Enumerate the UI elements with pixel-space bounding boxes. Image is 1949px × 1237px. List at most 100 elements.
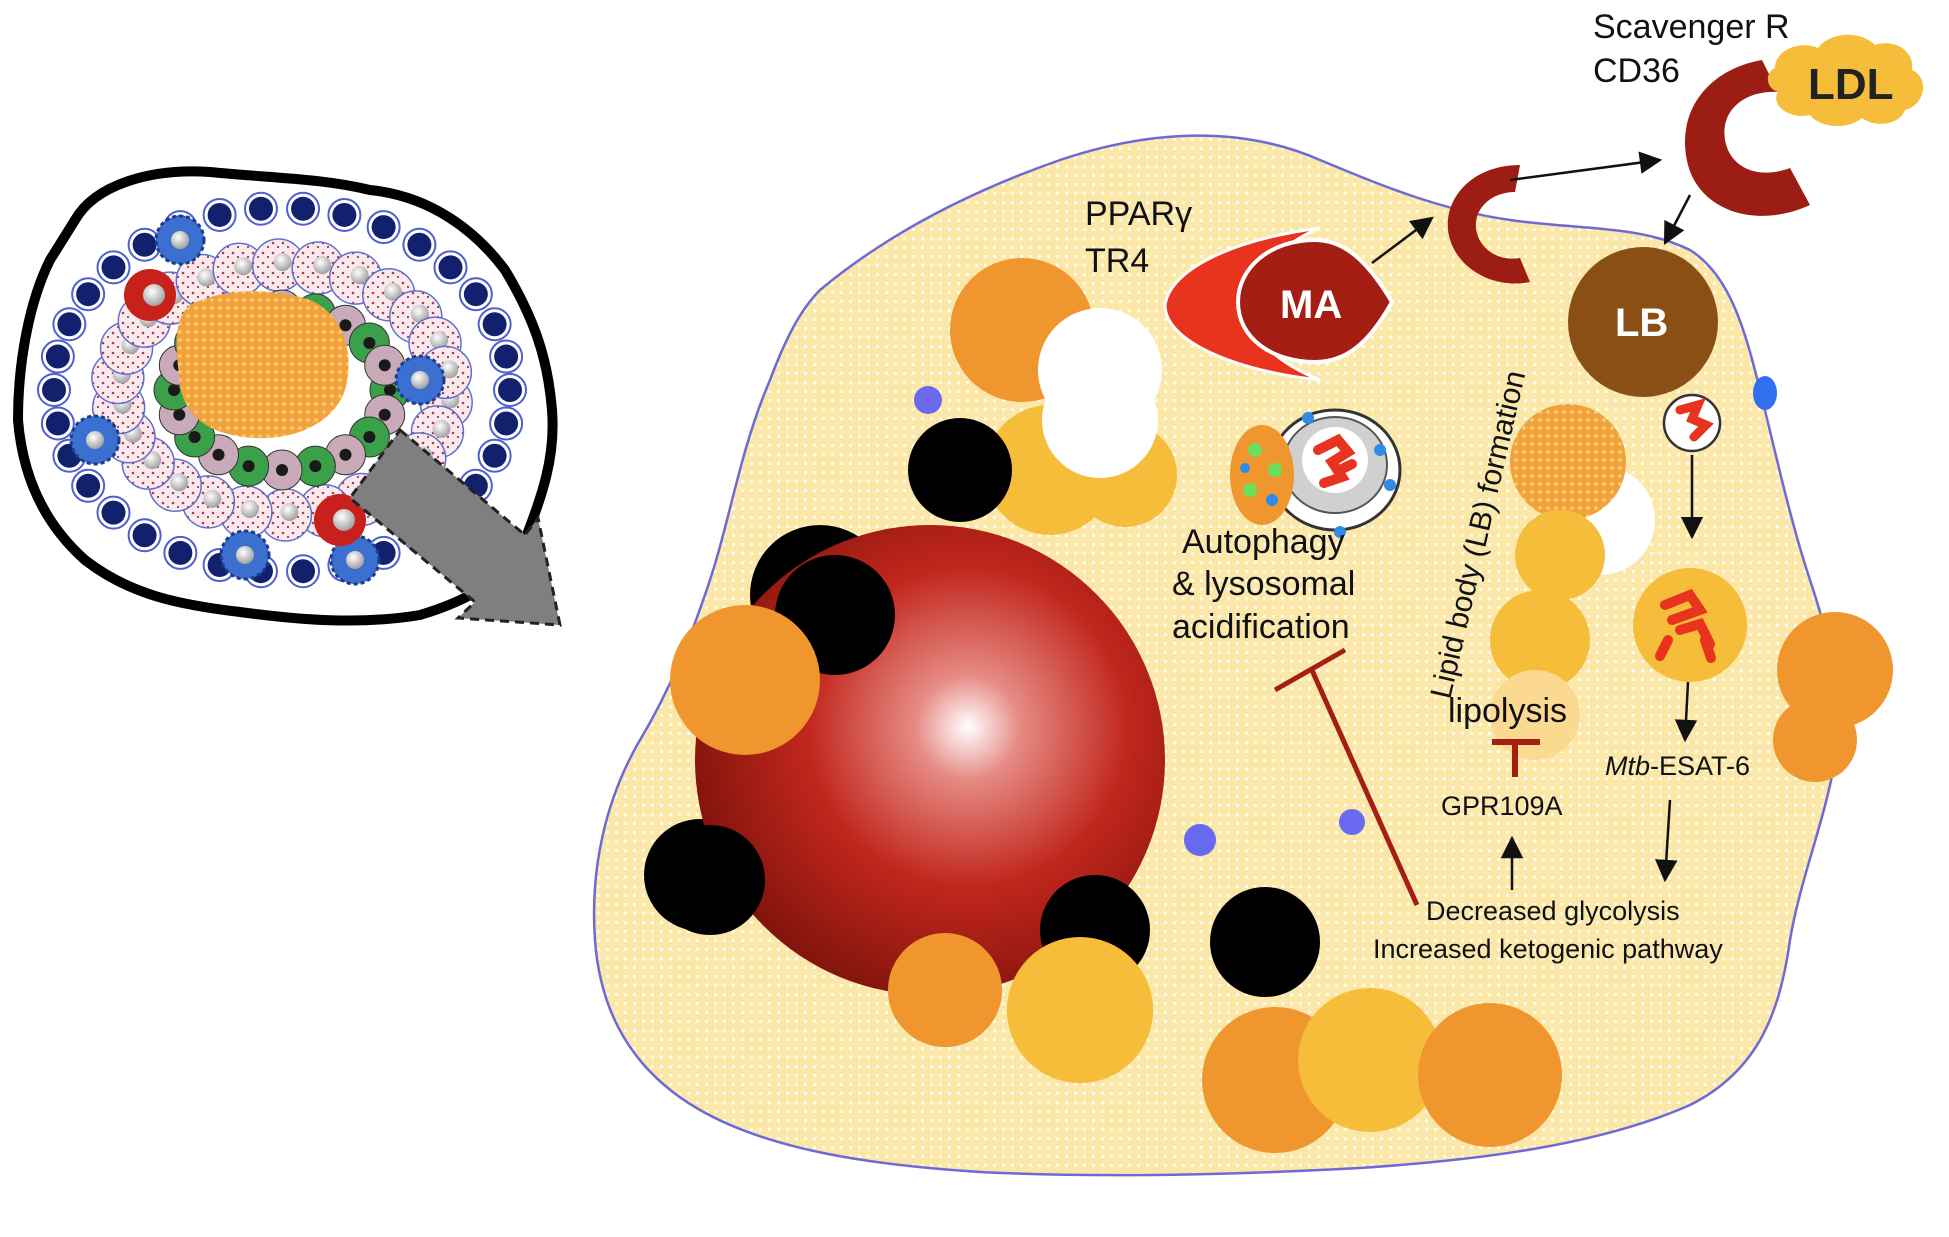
increased-ketogenic-label: Increased ketogenic pathway <box>1373 934 1723 964</box>
lymphocyte-nucleus <box>498 378 522 402</box>
lipid-droplet <box>1510 404 1626 520</box>
lymphocyte-nucleus <box>45 344 70 369</box>
lymphocyte-nucleus <box>57 312 82 337</box>
dendritic-cell-nucleus <box>411 371 429 389</box>
lymphocyte-nucleus <box>291 559 316 584</box>
lymphocyte-nucleus <box>42 378 66 402</box>
inner-cell-nucleus <box>212 448 225 461</box>
inner-cell-nucleus <box>276 464 288 476</box>
lymphocyte-nucleus <box>438 255 463 280</box>
macrophage-nucleus <box>240 499 259 518</box>
inhibition-tbar-icon <box>1273 647 1420 907</box>
vesicle <box>1339 809 1365 835</box>
macrophage-nucleus <box>234 257 253 276</box>
inner-cell-nucleus <box>168 384 180 396</box>
lymphocyte-nucleus <box>482 312 507 337</box>
inner-cell-nucleus <box>242 460 255 473</box>
lymphocyte-nucleus <box>371 215 396 240</box>
blue-vesicles <box>914 376 1777 856</box>
lymphocyte-nucleus <box>132 232 157 257</box>
ldl-label: LDL <box>1808 60 1894 109</box>
infected-macrophage-nucleus <box>143 284 165 306</box>
inner-cell-nucleus <box>378 408 391 421</box>
scavenger-receptor-small <box>1447 165 1530 284</box>
lipid-droplet <box>1773 698 1857 782</box>
inner-cell-nucleus <box>384 384 396 396</box>
ppar-label: PPARγ <box>1085 195 1192 233</box>
lipid-droplet <box>670 605 820 755</box>
lymphocyte-nucleus <box>207 202 232 227</box>
scavenger-receptor-cd36 <box>1684 60 1810 216</box>
inner-cell-nucleus <box>188 431 201 444</box>
lipid-droplet <box>1007 937 1153 1083</box>
dendritic-cell-nucleus <box>236 546 254 564</box>
inner-cell-nucleus <box>173 408 186 421</box>
lymphocyte-nucleus <box>407 232 432 257</box>
lymphocyte-nucleus <box>76 473 101 498</box>
infected-macrophage-nucleus <box>333 509 355 531</box>
mycobacterium-icon <box>1655 588 1716 663</box>
macrophage-nucleus <box>273 253 292 272</box>
lymphocyte-nucleus <box>494 411 519 436</box>
magnify-arrow-icon <box>347 427 562 627</box>
macrophage-nucleus <box>383 282 402 301</box>
lipid-droplet <box>1210 887 1320 997</box>
macrophage-nucleus <box>440 360 459 379</box>
macrophage-nucleus <box>430 331 449 350</box>
macrophage-nucleus <box>197 268 216 287</box>
ma-label: MA <box>1280 283 1342 327</box>
inner-cell-nucleus <box>363 336 376 349</box>
inhibition-tbar-icon <box>1492 739 1540 777</box>
scavenger-r-label: Scavenger R <box>1593 8 1790 46</box>
lymphocyte-nucleus <box>101 500 126 525</box>
dendritic-cell-nucleus <box>346 551 364 569</box>
activation-arrow-icon <box>1371 151 1704 890</box>
autophagosome <box>1268 408 1402 538</box>
lipolysis-label: lipolysis <box>1448 692 1567 730</box>
lipid-droplet <box>655 825 765 935</box>
mycobacterium-icon <box>1313 433 1357 488</box>
lb-label: LB <box>1615 301 1668 345</box>
lipid-droplet <box>1418 1003 1562 1147</box>
lymphocyte-nucleus <box>101 255 126 280</box>
lymphocyte-nucleus <box>76 282 101 307</box>
vesicle <box>1753 376 1777 410</box>
inner-cell-nucleus <box>339 448 352 461</box>
lysosome <box>1230 425 1294 525</box>
mtb-droplet <box>1633 568 1747 682</box>
lymphocyte-nucleus <box>332 202 357 227</box>
lymphocyte-nucleus <box>45 411 70 436</box>
inner-cell-nucleus <box>378 359 391 372</box>
cd36-label: CD36 <box>1593 52 1680 90</box>
acidification-label: acidification <box>1172 608 1350 646</box>
macrophage-nucleus <box>203 489 222 508</box>
lymphocyte-nucleus <box>482 443 507 468</box>
lipid-droplet <box>1490 670 1580 760</box>
lymphocyte-nucleus <box>494 344 519 369</box>
lipid-body <box>1568 247 1718 397</box>
mtb-esat6-label: Mtb-ESAT-6 <box>1605 751 1750 781</box>
macrophage-nucleus <box>432 419 451 438</box>
mycobacterium-icon <box>1675 398 1714 442</box>
macrophage-nucleus <box>410 304 429 323</box>
vesicle <box>1184 824 1216 856</box>
lymphocyte-nucleus <box>463 282 488 307</box>
macrophage-nucleus <box>313 256 332 275</box>
inner-cell-nucleus <box>363 431 376 444</box>
lipid-droplet <box>1490 590 1590 690</box>
macrophage-nucleus <box>350 266 369 285</box>
lipid-droplet <box>908 418 1012 522</box>
lipid-droplet <box>1515 510 1605 600</box>
dendritic-cell-nucleus <box>171 231 189 249</box>
autophagy-label: Autophagy <box>1182 523 1345 561</box>
lipid-droplet <box>1042 362 1158 478</box>
lymphocyte-nucleus <box>168 540 193 565</box>
macrophage-nucleus <box>280 502 299 521</box>
lysosomal-label: & lysosomal <box>1172 565 1355 603</box>
tr4-label: TR4 <box>1085 242 1149 280</box>
ldl-particle <box>1767 34 1924 126</box>
inner-cell-nucleus <box>339 319 352 332</box>
caseous-core <box>176 291 349 439</box>
decreased-glycolysis-label: Decreased glycolysis <box>1426 896 1680 926</box>
